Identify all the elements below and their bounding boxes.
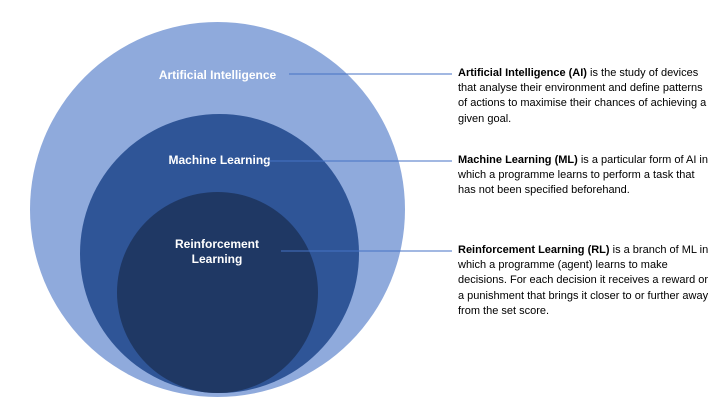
annotation-rl-text: is a branch of ML in which a programme (… [458, 244, 709, 317]
label-machine-learning: Machine Learning [168, 153, 271, 167]
annotation-machine-learning: Machine Learning (ML) is a particular fo… [458, 153, 714, 199]
label-artificial-intelligence: Artificial Intelligence [158, 68, 277, 82]
annotation-reinforcement-learning: Reinforcement Learning (RL) is a branch … [458, 243, 714, 319]
annotation-ml-term: Machine Learning (ML) [458, 154, 578, 166]
annotation-rl-term: Reinforcement Learning (RL) [458, 244, 610, 256]
label-reinforcement-learning: Reinforcement Learning [174, 237, 260, 266]
annotation-ai-term: Artificial Intelligence (AI) [458, 67, 587, 79]
annotation-ml-text: is a particular form of AI in which a pr… [458, 154, 708, 197]
annotation-ai-text: is the study of devices that analyse the… [458, 67, 707, 125]
annotation-artificial-intelligence: Artificial Intelligence (AI) is the stud… [458, 66, 714, 127]
circle-reinforcement-learning [117, 192, 318, 393]
